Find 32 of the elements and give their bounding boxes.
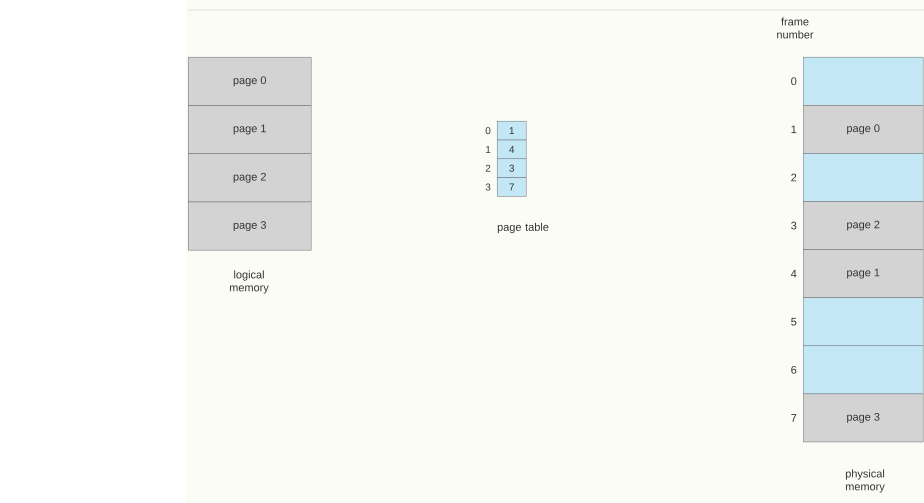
row-index: 0 — [486, 127, 490, 134]
row-index: 1 — [486, 146, 490, 153]
free-frame-cell — [803, 298, 924, 346]
memory-page-cell: page 1 — [188, 105, 312, 154]
frame-number: 2 — [791, 174, 796, 182]
page-table-entry: 1 — [497, 121, 526, 140]
free-frame-cell — [803, 57, 924, 106]
caption: frame number — [777, 18, 814, 38]
row-index: 3 — [486, 183, 490, 191]
memory-page-cell: page 1 — [803, 249, 924, 298]
frame-number: 6 — [791, 366, 796, 374]
free-frame-cell — [803, 153, 924, 202]
memory-page-cell: page 0 — [803, 105, 924, 154]
page-table-entry: 4 — [497, 140, 526, 159]
free-frame-cell — [803, 346, 924, 394]
caption: page table — [498, 222, 548, 234]
frame-number: 4 — [790, 270, 796, 278]
memory-page-cell: page 0 — [188, 57, 312, 106]
caption: logical memory — [230, 270, 269, 294]
frame-number: 3 — [791, 222, 796, 230]
frame-number: 1 — [792, 126, 796, 134]
row-index: 2 — [486, 164, 490, 172]
frame-number: 5 — [791, 318, 796, 326]
memory-page-cell: page 3 — [803, 394, 924, 442]
page-table-entry: 3 — [497, 158, 526, 178]
frame-number: 7 — [791, 414, 796, 422]
caption: physical memory — [846, 469, 885, 493]
page-table-entry: 7 — [497, 177, 526, 197]
frame-number: 0 — [791, 77, 796, 86]
memory-page-cell: page 3 — [188, 202, 312, 250]
memory-page-cell: page 2 — [188, 154, 312, 202]
memory-page-cell: page 2 — [803, 201, 924, 250]
